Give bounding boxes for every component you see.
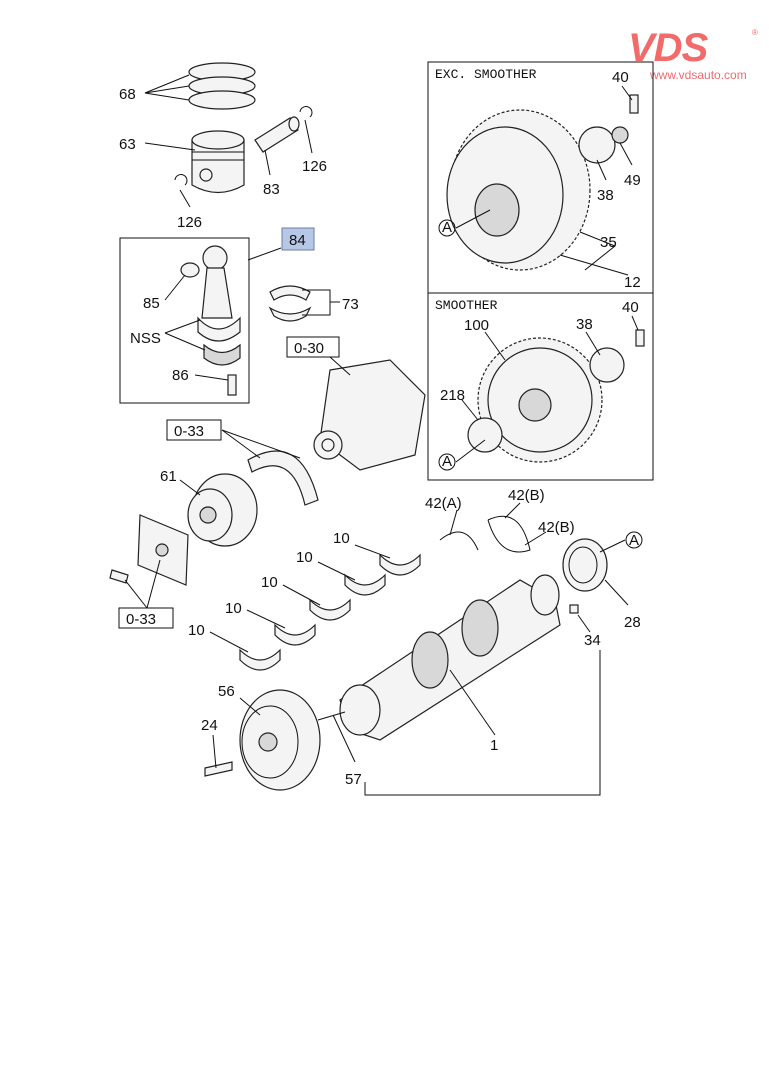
callout-28[interactable]: 28 bbox=[624, 614, 641, 631]
callout-0-30[interactable]: 0-30 bbox=[294, 340, 324, 357]
main-bearings bbox=[239, 553, 421, 671]
callout-0-33[interactable]: 0-33 bbox=[174, 423, 204, 440]
callout-57[interactable]: 57 bbox=[345, 771, 362, 788]
panel-title-smoother: SMOOTHER bbox=[435, 298, 498, 313]
belt-segment bbox=[247, 450, 319, 506]
snap-ring bbox=[299, 106, 313, 118]
conrod-group-box bbox=[119, 237, 250, 404]
vds-logo: VDS ® www.vdsauto.com bbox=[628, 26, 758, 88]
ref-circle-a bbox=[438, 219, 456, 237]
thrust-washer bbox=[487, 515, 531, 553]
flywheel-exc-smoother bbox=[446, 94, 639, 271]
callout-42b[interactable]: 42(B) bbox=[538, 519, 575, 536]
piston bbox=[191, 130, 245, 194]
callout-126[interactable]: 126 bbox=[302, 158, 327, 175]
callout-85[interactable]: 85 bbox=[143, 295, 160, 312]
mounting-plate bbox=[109, 514, 189, 586]
connecting-rod bbox=[180, 245, 312, 396]
crank-pulley bbox=[204, 689, 346, 791]
flywheel-smoother bbox=[467, 329, 645, 463]
callout-86[interactable]: 86 bbox=[172, 367, 189, 384]
water-pump bbox=[313, 359, 426, 471]
callout-24[interactable]: 24 bbox=[201, 717, 218, 734]
callout-42b[interactable]: 42(B) bbox=[508, 487, 545, 504]
ref-box-0-33 bbox=[118, 607, 174, 629]
ref-a-label: A bbox=[442, 219, 452, 236]
callout-56[interactable]: 56 bbox=[218, 683, 235, 700]
callout-34[interactable]: 34 bbox=[584, 632, 601, 649]
ref-a-label: A bbox=[629, 532, 639, 549]
logo-url: www.vdsauto.com bbox=[650, 68, 747, 82]
callout-63[interactable]: 63 bbox=[119, 136, 136, 153]
ref-box-0-30 bbox=[286, 336, 340, 358]
ref-box-0-33 bbox=[166, 419, 222, 441]
ref-circle-a bbox=[438, 453, 456, 471]
snap-ring bbox=[174, 174, 188, 186]
callout-35[interactable]: 35 bbox=[600, 234, 617, 251]
callout-10[interactable]: 10 bbox=[333, 530, 350, 547]
callout-83[interactable]: 83 bbox=[263, 181, 280, 198]
leader-lines bbox=[124, 74, 639, 796]
callout-61[interactable]: 61 bbox=[160, 468, 177, 485]
callout-12[interactable]: 12 bbox=[624, 274, 641, 291]
callout-218[interactable]: 218 bbox=[440, 387, 465, 404]
piston-rings bbox=[188, 62, 256, 110]
callout-68[interactable]: 68 bbox=[119, 86, 136, 103]
callout-0-33[interactable]: 0-33 bbox=[126, 611, 156, 628]
crank-gear bbox=[562, 538, 608, 592]
callout-40[interactable]: 40 bbox=[612, 69, 629, 86]
callout-49[interactable]: 49 bbox=[624, 172, 641, 189]
thrust-washer bbox=[439, 531, 479, 551]
callout-38[interactable]: 38 bbox=[597, 187, 614, 204]
callout-73[interactable]: 73 bbox=[342, 296, 359, 313]
ref-circle-a bbox=[625, 531, 643, 549]
logo-registered: ® bbox=[752, 28, 758, 37]
callout-nss[interactable]: NSS bbox=[130, 330, 161, 347]
piston-pin bbox=[254, 116, 300, 153]
crankshaft bbox=[339, 574, 579, 741]
ref-a-label: A bbox=[442, 453, 452, 470]
callout-10[interactable]: 10 bbox=[188, 622, 205, 639]
pulley bbox=[187, 473, 258, 547]
callout-84-highlight[interactable] bbox=[281, 227, 315, 251]
logo-brand: VDS bbox=[628, 26, 708, 70]
callout-40[interactable]: 40 bbox=[622, 299, 639, 316]
callout-10[interactable]: 10 bbox=[296, 549, 313, 566]
callout-38[interactable]: 38 bbox=[576, 316, 593, 333]
callout-42a[interactable]: 42(A) bbox=[425, 495, 462, 512]
flywheel-panel bbox=[427, 61, 654, 481]
callout-1[interactable]: 1 bbox=[490, 737, 498, 754]
callout-84[interactable]: 84 bbox=[289, 232, 306, 249]
callout-10[interactable]: 10 bbox=[261, 574, 278, 591]
callout-126[interactable]: 126 bbox=[177, 214, 202, 231]
panel-title-exc-smoother: EXC. SMOOTHER bbox=[435, 67, 537, 82]
callout-10[interactable]: 10 bbox=[225, 600, 242, 617]
callout-100[interactable]: 100 bbox=[464, 317, 489, 334]
